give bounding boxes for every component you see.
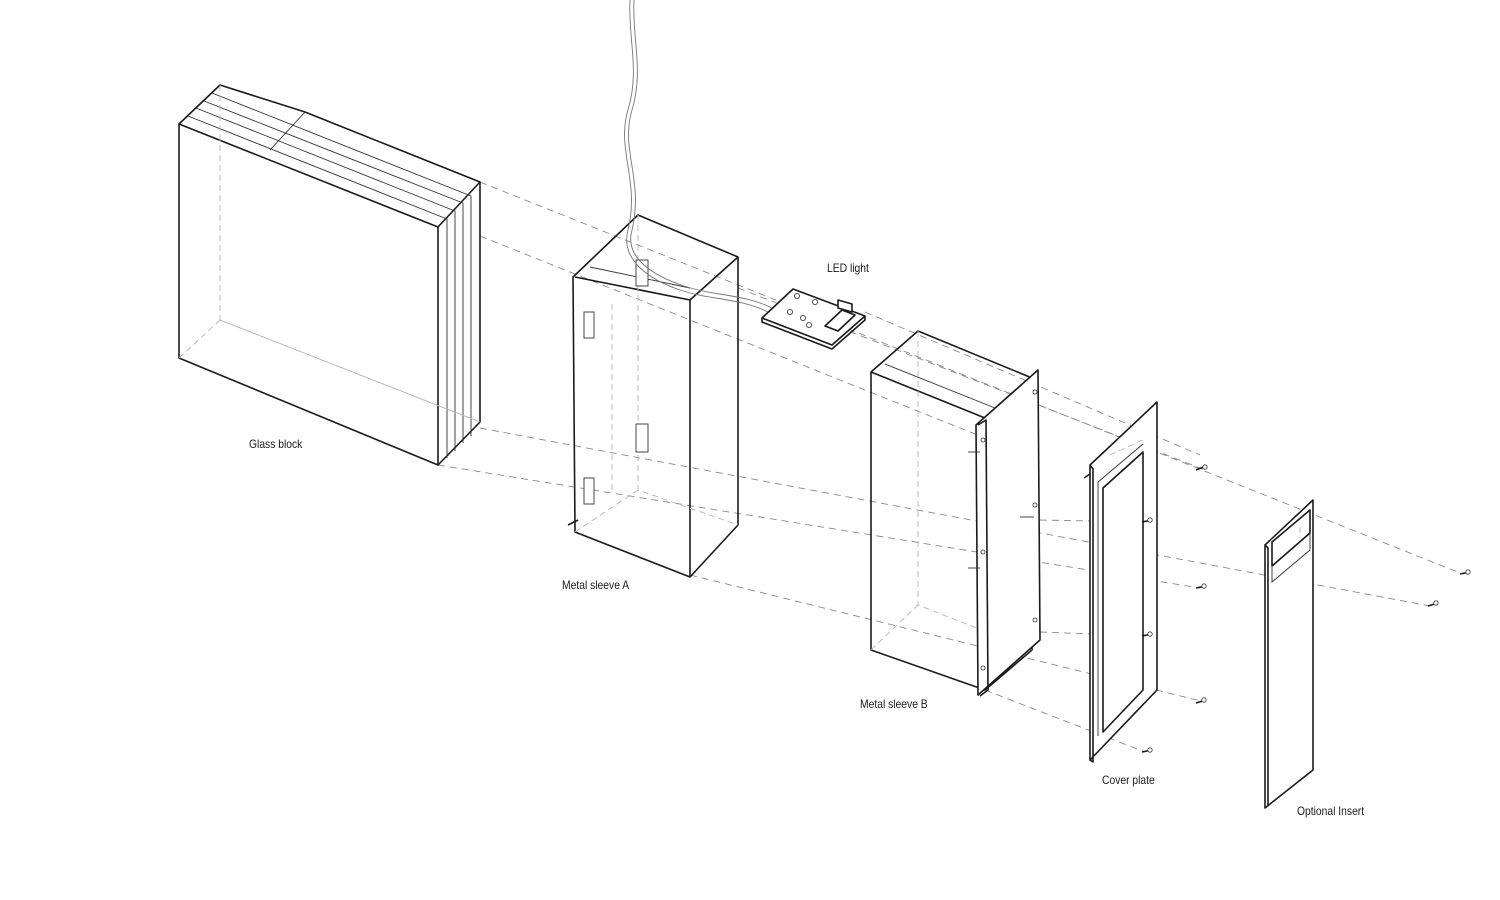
cover-plate [1083,401,1158,763]
metal-sleeve-b [870,330,1041,697]
screw-icon [1427,600,1439,607]
glass-block [178,84,481,466]
screw-icon [1459,569,1471,575]
led-light [761,288,866,350]
label-led-light: LED light [827,261,869,275]
screw-icon [1195,697,1207,704]
screw-icon [1141,631,1153,637]
label-optional-insert: Optional Insert [1297,804,1365,818]
screws [1141,464,1471,753]
screw-icon [1141,747,1153,753]
label-cover-plate: Cover plate [1102,773,1155,787]
metal-sleeve-a [567,0,773,578]
label-glass-block: Glass block [249,437,303,451]
label-metal-sleeve-a: Metal sleeve A [562,578,630,592]
screw-icon [1195,464,1208,471]
screw-icon [1141,517,1153,523]
label-metal-sleeve-b: Metal sleeve B [860,697,928,711]
optional-insert [1264,499,1314,809]
screw-icon [1195,583,1207,589]
